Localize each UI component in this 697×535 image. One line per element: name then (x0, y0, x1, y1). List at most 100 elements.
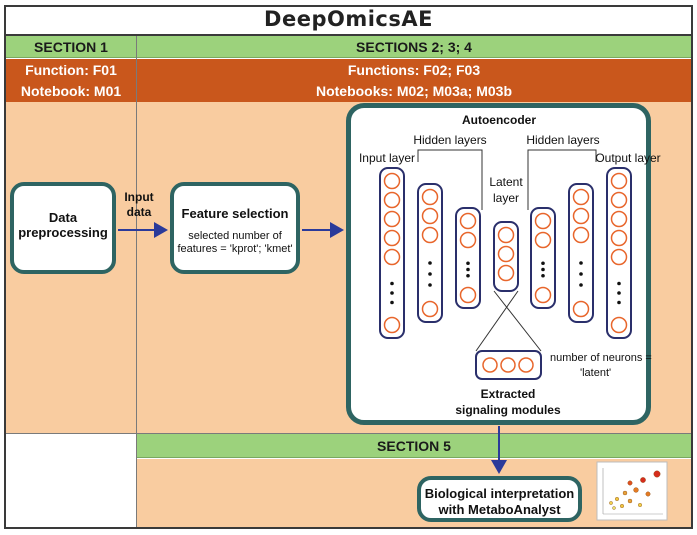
row-divider (6, 433, 691, 434)
scatter-point (653, 470, 661, 478)
input-layer-ellipsis-dot (390, 281, 394, 286)
hidden-layer-2-neuron (459, 231, 477, 249)
input-layer-ellipsis-dot (390, 291, 394, 295)
input-layer-neuron (383, 229, 401, 247)
output-layer-label: Output layer (595, 151, 660, 165)
latent-label-line1: Latent (489, 175, 523, 189)
section1-notebook-label: Notebook: M01 (20, 83, 122, 99)
input-layer-neuron (383, 248, 401, 266)
feature-selection-title: Feature selection (181, 206, 289, 221)
feature-selection-box: Feature selection selected number of fea… (170, 182, 300, 274)
bio-interpretation-box: Biological interpretation with MetaboAna… (417, 476, 582, 522)
input-data-line1: Input (124, 190, 154, 204)
hidden-layer-2-ellipsis-dot (466, 267, 470, 272)
neurons-count-line2: 'latent' (580, 367, 611, 379)
hidden-layer-4-neuron (572, 207, 590, 225)
hidden-layer-2-ellipsis-dot (466, 273, 470, 278)
scatter-point (645, 491, 651, 497)
hidden-layer-4-ellipsis-dot (579, 283, 583, 287)
output-layer-neuron (610, 210, 628, 228)
output-layer-neuron (610, 172, 628, 190)
hidden-layers-right-label: Hidden layers (526, 133, 599, 147)
section1-function-label: Function: F01 (25, 62, 117, 78)
hidden-layer-4-neuron (572, 226, 590, 244)
scatter-point (633, 487, 639, 493)
section234-function-band: Functions: F02; F03 Notebooks: M02; M03a… (137, 59, 691, 102)
latent-funnel-line-left (493, 290, 542, 352)
hidden-layer-3-neuron (534, 286, 552, 304)
extracted-neuron (500, 357, 516, 373)
input-layer-neuron (383, 172, 401, 190)
hidden-layer-4-ellipsis-dot (579, 261, 583, 265)
scatter-point (638, 503, 643, 508)
output-layer-ellipsis-dot (617, 300, 621, 305)
scatter-point (609, 501, 613, 505)
latent-label-line2: layer (493, 191, 519, 205)
extracted-label-line1: Extracted (481, 387, 536, 401)
autoencoder-title: Autoencoder (462, 113, 536, 127)
scatter-point (640, 477, 646, 483)
hidden-layers-left-bracket (417, 149, 483, 210)
input-layer-neuron (383, 316, 401, 334)
output-layer-neuron (610, 191, 628, 209)
hidden-layer-1-ellipsis-dot (428, 272, 432, 276)
hidden-layer-3-ellipsis-dot (541, 267, 545, 272)
hidden-layer-1-neuron (421, 226, 439, 244)
hidden-layer-1-neuron (421, 300, 439, 318)
extracted-neuron (482, 357, 498, 373)
data-preprocessing-line2: preprocessing (18, 225, 108, 240)
scatter-point (627, 480, 633, 486)
hidden-layer-4-ellipsis-dot (579, 272, 583, 276)
neurons-count-line1: number of neurons = (550, 352, 652, 364)
scatter-point (620, 504, 625, 509)
bio-interpretation-line1: Biological interpretation (424, 486, 575, 501)
data-preprocessing-box: Data preprocessing (10, 182, 116, 274)
input-layer-neuron (383, 210, 401, 228)
section234-notebook-label: Notebooks: M02; M03a; M03b (315, 83, 513, 99)
feature-selection-line2: features = 'kprot'; 'kmet' (177, 243, 293, 255)
latent-layer-neuron (497, 264, 515, 282)
page-title: DeepOmicsAE (4, 5, 693, 36)
scatter-point (612, 506, 616, 510)
empty-cell (6, 434, 136, 527)
section1-header: SECTION 1 (6, 36, 136, 58)
hidden-layers-left-label: Hidden layers (413, 133, 486, 147)
section234-header: SECTIONS 2; 3; 4 (137, 36, 691, 58)
section1-function-band: Function: F01 Notebook: M01 (6, 59, 136, 102)
output-layer-ellipsis-dot (617, 281, 621, 286)
hidden-layer-2-ellipsis-dot (466, 261, 470, 266)
latent-layer-neuron (497, 245, 515, 263)
hidden-layer-2-neuron (459, 286, 477, 304)
feature-selection-line1: selected number of (188, 230, 282, 242)
bio-interpretation-line2: with MetaboAnalyst (438, 502, 561, 517)
input-layer-neuron (383, 191, 401, 209)
scatter-points (609, 470, 661, 510)
extracted-label-line2: signaling modules (455, 403, 561, 417)
input-layer-ellipsis-dot (390, 300, 394, 305)
hidden-layer-2-neuron (459, 212, 477, 230)
hidden-layer-4-neuron (572, 188, 590, 206)
hidden-layer-4-neuron (572, 300, 590, 318)
column-divider (136, 36, 137, 527)
latent-funnel-line-right (475, 290, 519, 352)
scatter-plot-thumbnail (596, 461, 668, 521)
hidden-layer-3-ellipsis-dot (541, 273, 545, 278)
hidden-layer-3-ellipsis-dot (541, 261, 545, 266)
output-layer-neuron (610, 316, 628, 334)
hidden-layer-3 (530, 207, 556, 309)
hidden-layer-1-ellipsis-dot (428, 261, 432, 265)
hidden-layers-right-bracket (527, 149, 597, 210)
input-layer-label: Input layer (359, 151, 415, 165)
input-data-label: Input data (119, 190, 159, 220)
scatter-point (627, 498, 633, 504)
hidden-layer-3-neuron (534, 231, 552, 249)
scatter-point (615, 497, 620, 502)
hidden-layer-1-ellipsis-dot (428, 283, 432, 287)
extracted-neuron (518, 357, 534, 373)
data-preprocessing-line1: Data (48, 210, 78, 225)
output-layer-neuron (610, 229, 628, 247)
hidden-layer-2 (455, 207, 481, 309)
input-data-line2: data (126, 205, 152, 219)
